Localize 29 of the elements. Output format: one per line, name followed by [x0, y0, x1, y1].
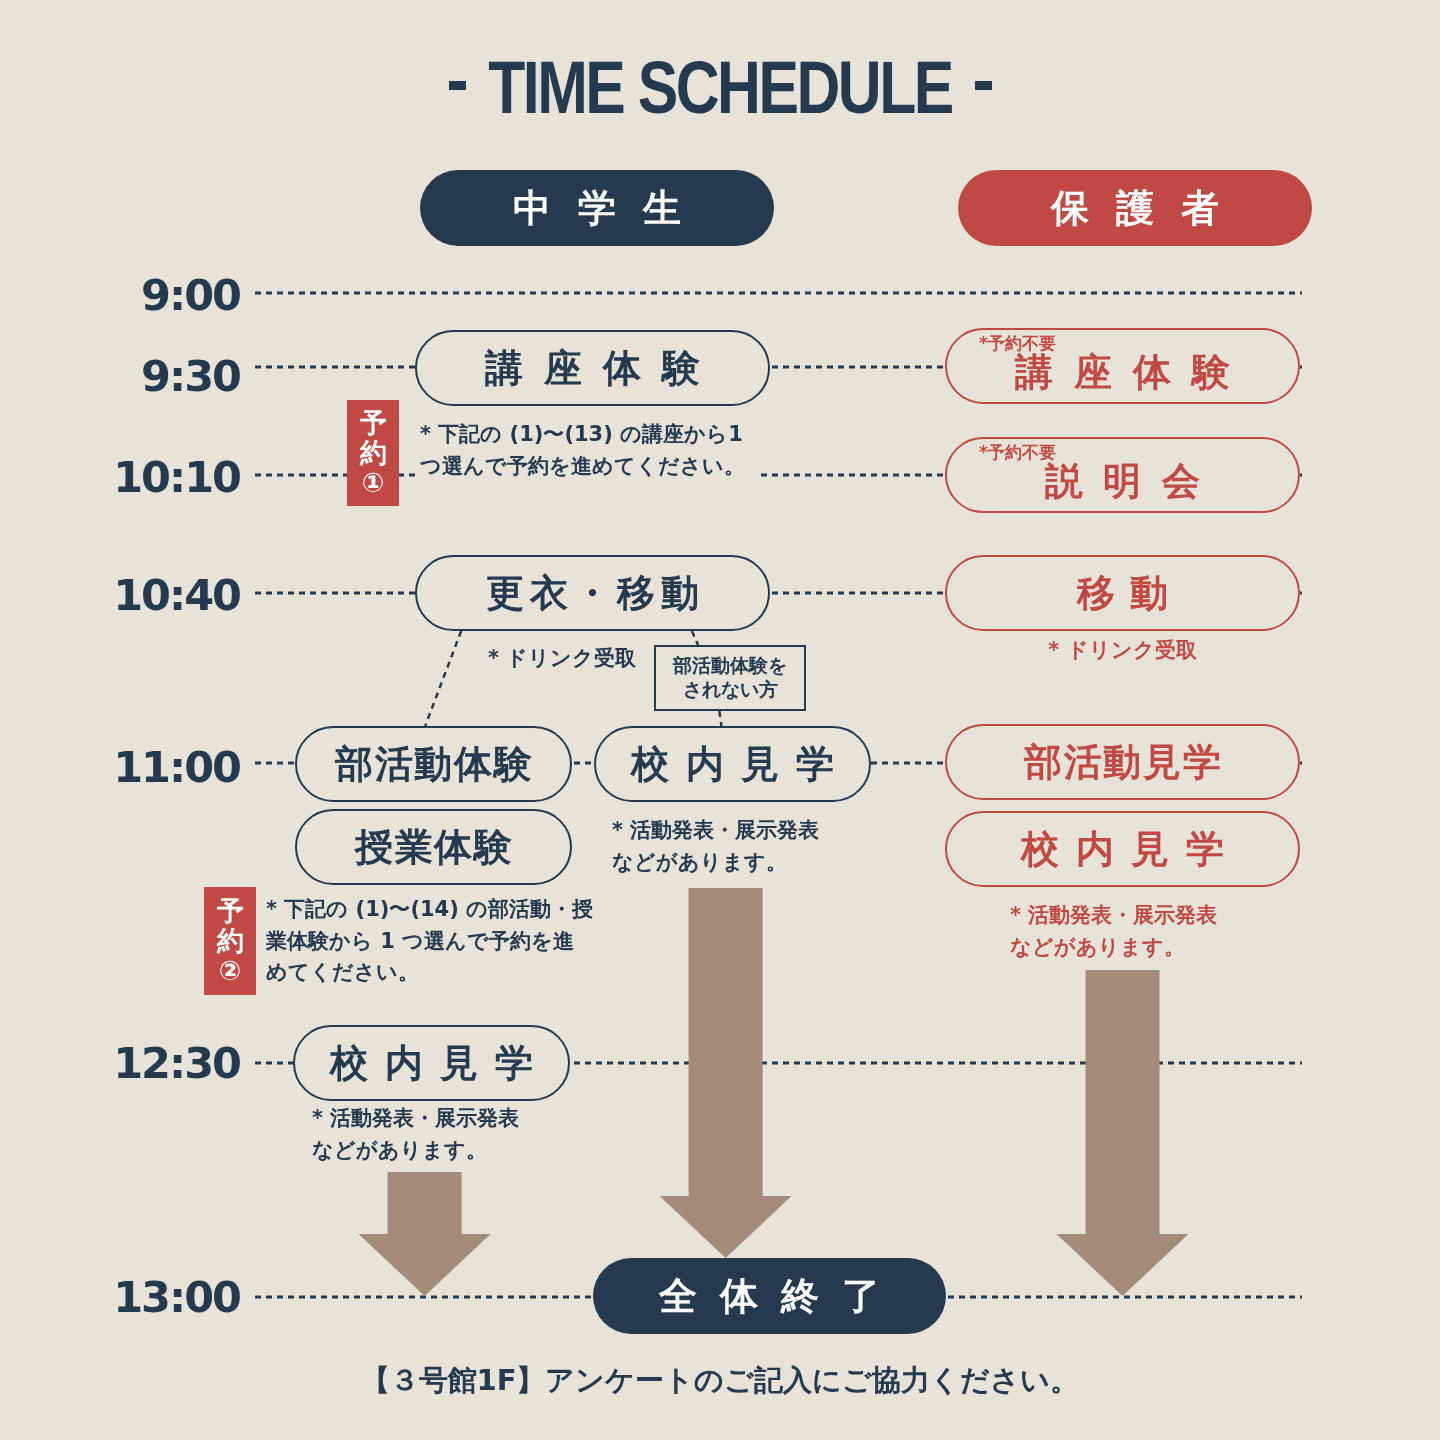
title: TIME SCHEDULE [487, 45, 953, 131]
connector-line [690, 630, 700, 646]
down-arrow [358, 1172, 491, 1296]
end-pill: 全体終了 [593, 1258, 946, 1334]
reservation-badge: 予約① [347, 400, 399, 506]
time-label: 12:30 [112, 1037, 240, 1090]
time-label: 9:00 [140, 269, 240, 322]
schedule-pill: 部活動見学 [945, 724, 1300, 800]
note-box: 部活動体験をされない方 [654, 645, 806, 711]
reservation-badge: 予約② [204, 887, 256, 995]
time-label: 13:00 [112, 1271, 240, 1324]
schedule-pill: 部活動体験 [295, 726, 572, 802]
time-label: 10:10 [112, 451, 240, 504]
connector-line [718, 710, 723, 727]
connector-line [424, 630, 463, 727]
column-header: 保護者 [958, 170, 1312, 246]
schedule-pill: 更衣・移動 [415, 555, 770, 631]
down-arrow [659, 888, 792, 1258]
schedule-pill: 授業体験 [295, 809, 572, 885]
schedule-pill: 講座体験 [415, 330, 770, 406]
schedule-pill: 校内見学 [945, 811, 1300, 887]
time-label: 9:30 [140, 350, 240, 403]
schedule-pill: 校内見学 [594, 726, 871, 802]
schedule-pill: 移動 [945, 555, 1300, 631]
schedule-pill: 校内見学 [293, 1025, 570, 1101]
time-label: 10:40 [112, 569, 240, 622]
caption: 【３号館1F】アンケートのご記入にご協力ください。 [359, 1362, 1081, 1399]
time-label: 11:00 [112, 741, 240, 794]
column-header: 中学生 [420, 170, 774, 246]
